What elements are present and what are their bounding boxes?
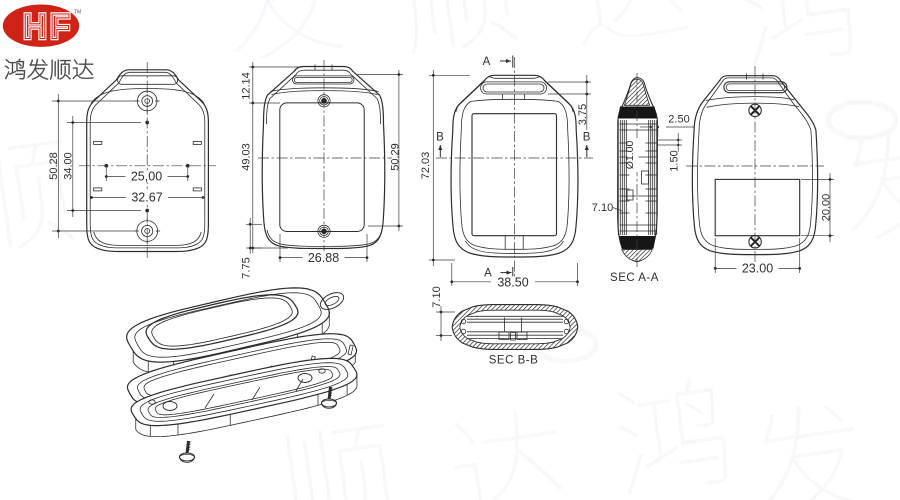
svg-text:A: A [483,56,491,68]
svg-text:49.03: 49.03 [240,143,252,171]
svg-text:3.75: 3.75 [577,104,589,125]
svg-text:HF: HF [23,8,73,47]
svg-text:SEC B-B: SEC B-B [489,355,539,367]
svg-text:32.67: 32.67 [131,191,162,205]
svg-text:34.00: 34.00 [62,152,74,180]
svg-text:HF: HF [23,8,73,47]
svg-text:7.10: 7.10 [431,286,443,307]
svg-text:7.75: 7.75 [241,257,253,278]
svg-text:38.50: 38.50 [497,276,528,290]
svg-text:B: B [436,132,444,144]
svg-text:72.03: 72.03 [420,152,432,180]
svg-text:50.29: 50.29 [389,143,401,171]
svg-text:26.88: 26.88 [308,251,339,265]
svg-text:1.50: 1.50 [669,150,681,171]
svg-text:50.28: 50.28 [48,152,60,180]
svg-text:B: B [583,132,591,144]
svg-text:23.00: 23.00 [742,262,773,276]
svg-text:TM: TM [74,10,81,16]
svg-text:2.50: 2.50 [668,114,689,126]
svg-text:Ø1.00: Ø1.00 [624,141,636,170]
svg-text:7.10: 7.10 [592,202,613,214]
svg-text:25,00: 25,00 [131,170,162,184]
svg-text:SEC A-A: SEC A-A [610,272,659,284]
svg-text:A: A [484,268,492,280]
svg-text:20.00: 20.00 [820,194,832,222]
svg-text:12.14: 12.14 [240,72,252,100]
